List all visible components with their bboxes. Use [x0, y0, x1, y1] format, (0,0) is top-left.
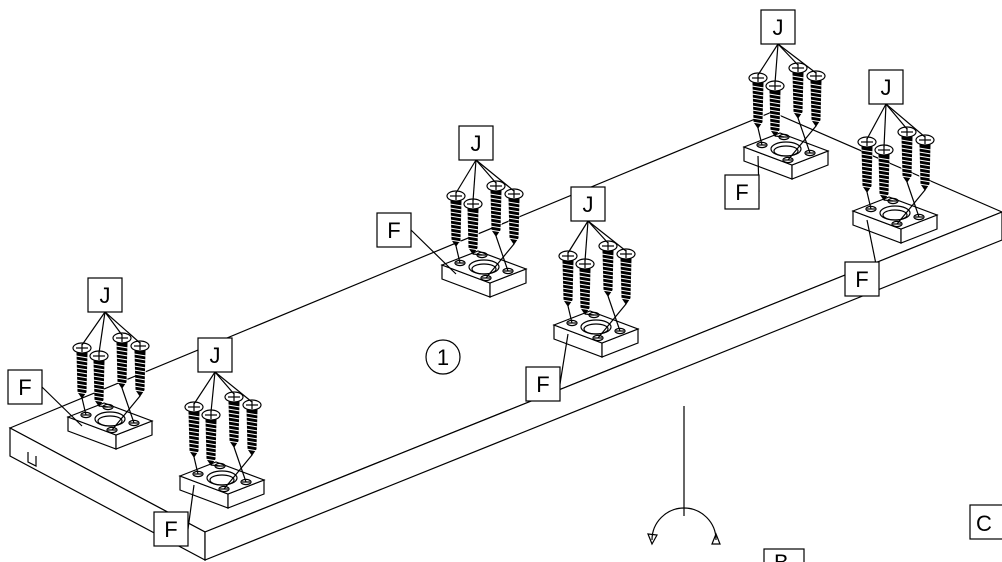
- edge-label-c-text: C: [976, 511, 992, 536]
- callout-j-text: J: [881, 75, 892, 100]
- screw-icon: [112, 332, 132, 389]
- screw-icon: [575, 258, 595, 315]
- callout-f-text: F: [18, 375, 31, 400]
- screw-icon: [558, 250, 578, 307]
- shelf-panel: [8, 111, 1002, 561]
- edge-label-b-text: B: [774, 550, 789, 562]
- callout-f-text: F: [387, 218, 400, 243]
- screw-icon: [748, 72, 768, 129]
- callout-f-text: F: [735, 180, 748, 205]
- callouts: J F J F J F J F J F J F: [7, 9, 904, 547]
- screw-icon: [446, 190, 466, 247]
- panel-number-callout: 1: [425, 339, 461, 375]
- callout-j: J: [197, 337, 233, 373]
- callout-j: J: [868, 69, 904, 105]
- callout-f: F: [7, 369, 43, 405]
- screw-icon: [486, 180, 506, 237]
- screw-icon: [788, 62, 808, 119]
- callout-f: F: [724, 174, 760, 210]
- callout-f-text: F: [164, 517, 177, 542]
- screw-icon: [915, 134, 935, 191]
- callout-f: F: [844, 261, 880, 297]
- screw-icon: [504, 188, 524, 245]
- screw-icon: [463, 198, 483, 255]
- mounting-block-icon: [178, 461, 266, 509]
- callout-f-text: F: [855, 267, 868, 292]
- callout-j: J: [760, 9, 796, 45]
- screw-icon: [857, 136, 877, 193]
- screws: [72, 62, 935, 466]
- mounting-blocks: [66, 132, 939, 509]
- screw-icon: [874, 144, 894, 201]
- mounting-block-icon: [66, 402, 154, 450]
- callout-j: J: [458, 125, 494, 161]
- callout-f: F: [153, 511, 189, 547]
- callout-j: J: [87, 277, 123, 313]
- screw-icon: [184, 401, 204, 458]
- screw-icon: [72, 342, 92, 399]
- callout-j-text: J: [100, 283, 111, 308]
- screw-icon: [130, 340, 150, 397]
- edge-label-b: B: [763, 548, 805, 562]
- screw-icon: [201, 409, 221, 466]
- screw-icon: [806, 70, 826, 127]
- callout-f-text: F: [536, 372, 549, 397]
- callout-f: F: [525, 366, 561, 402]
- edge-label-c: C: [969, 504, 1002, 540]
- mounting-block-icon: [552, 310, 640, 358]
- screw-icon: [897, 126, 917, 183]
- screw-icon: [765, 80, 785, 137]
- callout-j-text: J: [583, 192, 594, 217]
- screw-icon: [616, 248, 636, 305]
- callout-j-text: J: [210, 343, 221, 368]
- screw-icon: [242, 399, 262, 456]
- callout-j-text: J: [773, 15, 784, 40]
- callout-j-text: J: [471, 131, 482, 156]
- screw-icon: [89, 350, 109, 407]
- mounting-block-icon: [440, 250, 528, 298]
- screw-icon: [224, 391, 244, 448]
- panel-number: 1: [437, 345, 449, 370]
- leader-lines: [41, 43, 926, 530]
- rotate-arrows-icon: [647, 406, 721, 546]
- mounting-block-icon: [742, 132, 830, 180]
- screw-icon: [598, 240, 618, 297]
- callout-j: J: [570, 186, 606, 222]
- callout-f: F: [376, 212, 412, 248]
